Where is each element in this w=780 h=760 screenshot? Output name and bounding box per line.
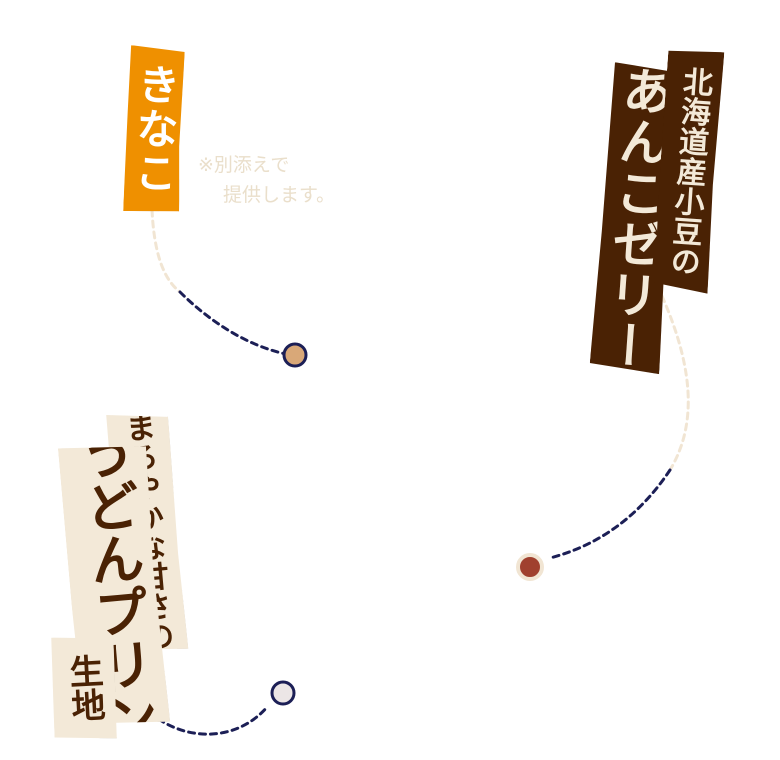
udon-dot — [270, 680, 296, 706]
udon-base-text: 生地 — [62, 652, 106, 724]
kinako-note-line1: ※別添えで — [198, 154, 290, 176]
kinako-label: きなこ — [123, 45, 185, 213]
anko-sub-text: 北海道産小豆の — [663, 65, 714, 277]
kinako-note: ※別添えで 提供します。 — [198, 150, 335, 210]
anko-leader-light — [660, 294, 690, 472]
kinako-dot — [282, 342, 308, 368]
udon-base-label: 生地 — [49, 634, 118, 741]
kinako-text: きなこ — [127, 62, 182, 196]
kinako-leader-light — [150, 208, 182, 294]
anko-leader-dark — [548, 468, 672, 560]
kinako-note-line2: 提供します。 — [223, 184, 336, 206]
kinako-leader-dark — [178, 290, 288, 356]
anko-dot — [516, 553, 544, 581]
